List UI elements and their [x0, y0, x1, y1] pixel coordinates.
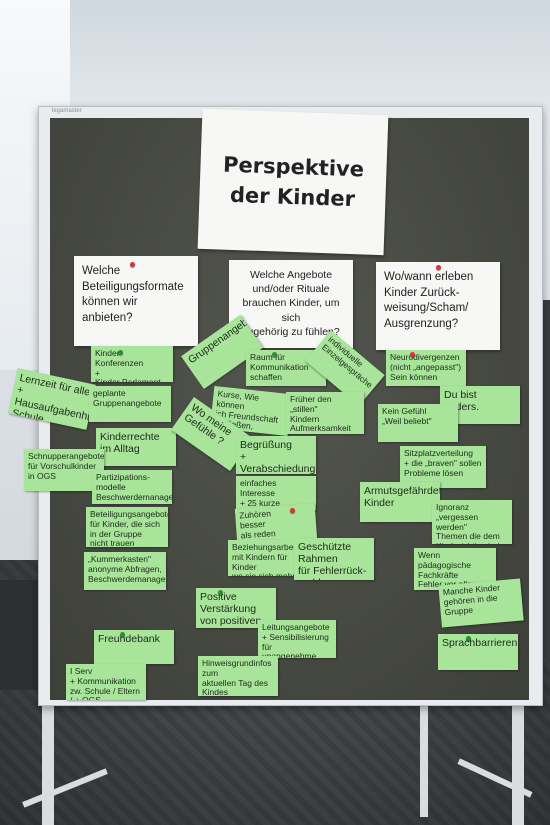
sticky-note: Sitzplatzverteilung + die „braven" solle… — [400, 446, 486, 488]
sticky-note: Schnupperangebote für Vorschulkinder in … — [24, 449, 104, 491]
board-title: Perspektive der Kinder — [197, 108, 389, 256]
dark-corner — [0, 580, 42, 690]
stand-leg-center-right — [420, 702, 428, 817]
pin-green — [272, 352, 277, 357]
question-card-3: Wo/wann erleben Kinder Zurück- weisung/S… — [376, 262, 500, 350]
sticky-note: I Serv + Kommunikation zw. Schule / Elte… — [66, 664, 146, 700]
stand-leg-left — [42, 700, 54, 825]
sticky-note: Sprachbarrieren — [438, 634, 518, 670]
sticky-note: geplante Gruppenangebote — [89, 386, 171, 422]
sticky-note: Hinweisgrundinfos zum aktuellen Tag des … — [198, 656, 278, 696]
sticky-note: Beteiligungsangebote für Kinder, die sic… — [86, 507, 168, 547]
question-card-1: Welche Beteiligungsformate können wir an… — [74, 256, 198, 346]
sticky-note: Neurodivergenzen (nicht „angepasst") Sei… — [386, 350, 466, 386]
sticky-note: Manche Kinder gehören in die Gruppe — [438, 578, 524, 628]
sticky-note: „Kummerkasten" anonyme Abfragen, Beschwe… — [84, 552, 166, 590]
ceiling — [60, 0, 550, 110]
sticky-note: Kinderrechte im Alltag — [96, 428, 176, 466]
stand-leg-right — [512, 700, 524, 825]
sticky-note: Freundebank — [94, 630, 174, 664]
pin-green — [120, 632, 125, 637]
pin-red — [410, 352, 415, 357]
sticky-note: Partizipations- modelle Beschwerdemanage… — [92, 470, 172, 504]
sticky-note: Früher den „stillen" Kindern Aufmerksamk… — [286, 392, 364, 434]
sticky-note: Kinder Konferenzen + Kinder Parlament — [91, 346, 173, 382]
brand-logo: legamaster — [52, 108, 82, 114]
sticky-note: Leitungsangebote + Sensibilisierung für … — [258, 620, 336, 658]
sticky-note: einfaches Interesse + 25 kurze Smalltalk — [236, 476, 316, 510]
pin-green — [118, 350, 123, 355]
pin-red — [130, 262, 135, 267]
sticky-note: Ignoranz „vergessen werden" Themen die d… — [432, 500, 512, 544]
sticky-note: Begrüßung + Verabschiedung — [236, 436, 316, 474]
sticky-note: Kein Gefühl „Weil beliebt" — [378, 404, 458, 442]
sticky-note: Geschützte Rahmen für Fehlerrück- meldun… — [294, 538, 374, 580]
pin-green — [218, 590, 223, 595]
pin-red — [290, 508, 295, 513]
sticky-note: Raum für Kommunikation schaffen — [246, 350, 326, 386]
pin-red — [436, 265, 441, 270]
sticky-note: Armutsgefährdete Kinder — [360, 482, 440, 522]
pin-green — [466, 636, 471, 641]
